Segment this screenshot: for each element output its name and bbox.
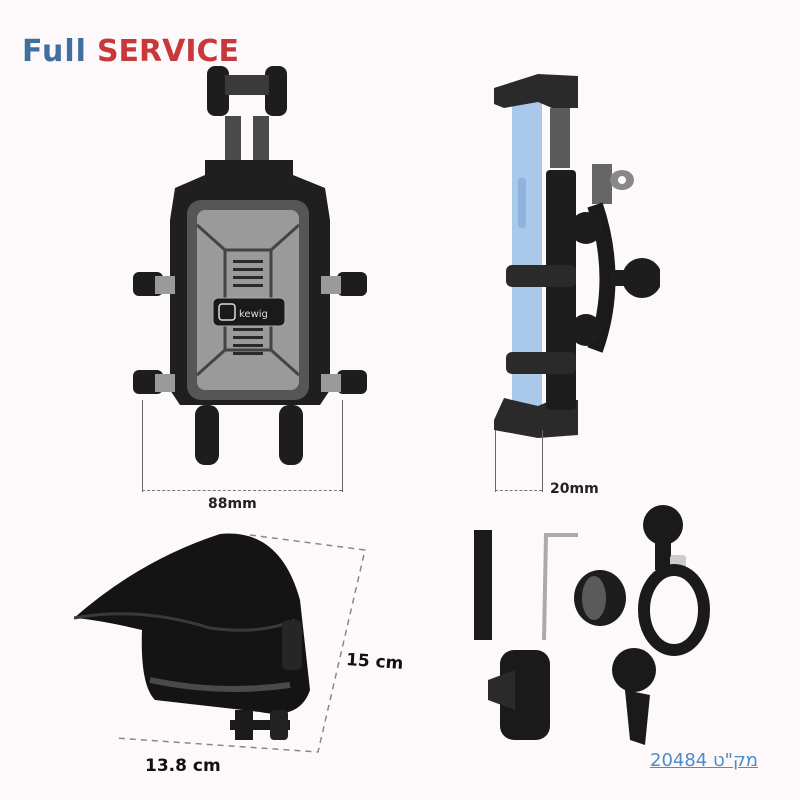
visor-height-label: 15 cm (345, 650, 405, 674)
dimension-line-side-right (542, 430, 543, 492)
logo-full-text: Full (22, 34, 87, 69)
accessories-icon (474, 505, 710, 745)
dimension-line-20 (495, 490, 542, 491)
dimension-line-left (142, 400, 143, 492)
velcro-strap-icon (474, 530, 492, 640)
dimension-88mm-label: 88mm (208, 496, 257, 512)
logo-service-text: SERVICE (96, 34, 240, 69)
dimension-line-right (342, 400, 343, 492)
dimension-20mm-label: 20mm (550, 481, 599, 497)
phone-holder-front-icon: kewig (133, 66, 367, 465)
phone-holder-side-image (480, 60, 662, 460)
dimension-line-88 (142, 490, 342, 491)
sku-link[interactable]: מק"ט 20484 (650, 750, 758, 771)
hex-key-icon (542, 533, 578, 641)
sun-visor-image (60, 520, 380, 760)
brand-logo: Full SERVICE (22, 28, 239, 68)
accessories-image (460, 500, 780, 750)
phone-holder-side-icon (494, 74, 662, 438)
sun-visor-icon (73, 533, 366, 753)
phone-holder-front-image: kewig (125, 60, 375, 480)
visor-width-label: 13.8 cm (145, 756, 221, 776)
dimension-line-side-left (495, 430, 496, 492)
svg-text:kewig: kewig (239, 309, 268, 320)
